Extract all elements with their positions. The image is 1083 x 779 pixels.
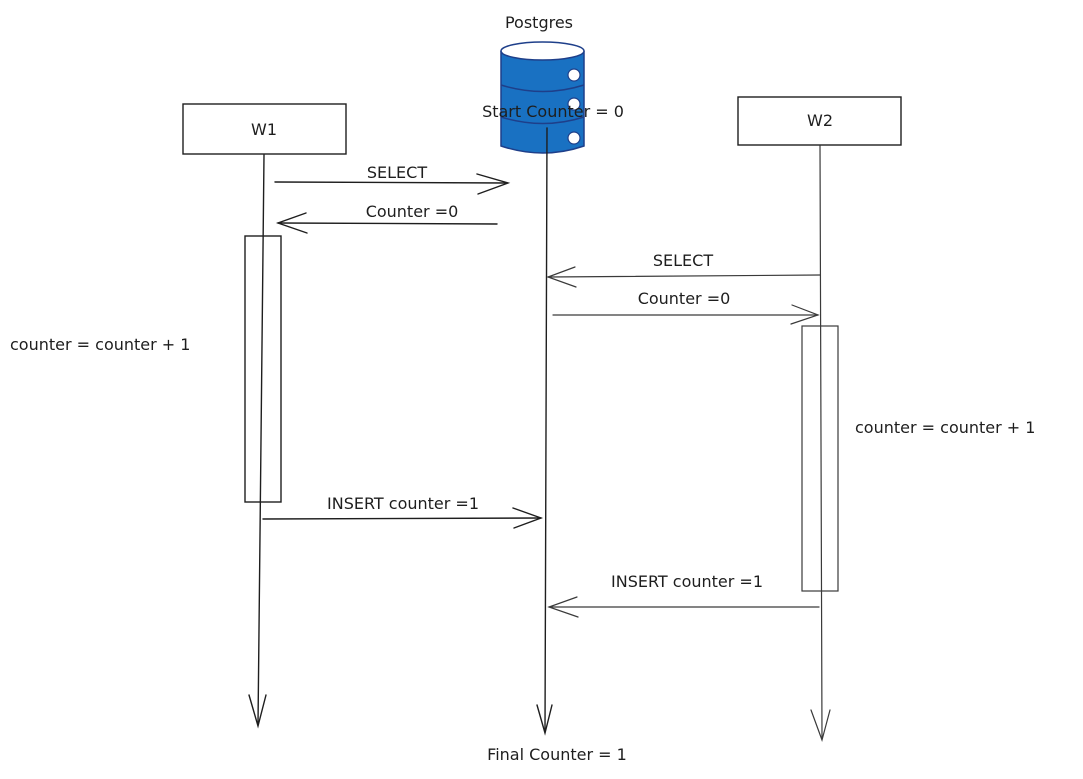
message-label: Counter =0 <box>638 289 731 308</box>
database-cylinder-icon <box>500 41 585 154</box>
message-label: Counter =0 <box>366 202 459 221</box>
participant-w1[interactable]: W1 <box>182 103 347 155</box>
lifeline-w1 <box>248 154 267 729</box>
message-postgres-to-w2: Counter =0 <box>552 289 820 325</box>
message-w2-insert: INSERT counter =1 <box>547 572 820 618</box>
lifeline-postgres <box>536 127 553 736</box>
database-label: Postgres <box>505 13 573 32</box>
w2-compute-note: counter = counter + 1 <box>855 418 1035 437</box>
participant-w2-label: W2 <box>807 111 833 130</box>
message-label: SELECT <box>653 251 713 270</box>
activation-w1 <box>244 235 282 503</box>
message-label: INSERT counter =1 <box>327 494 479 513</box>
final-counter-note: Final Counter = 1 <box>487 745 627 764</box>
message-w1-select: SELECT <box>274 163 511 195</box>
activation-w2 <box>801 325 839 592</box>
w1-compute-note: counter = counter + 1 <box>10 335 190 354</box>
message-w2-select: SELECT <box>546 251 821 288</box>
message-w1-insert: INSERT counter =1 <box>262 494 544 529</box>
message-label: INSERT counter =1 <box>611 572 763 591</box>
message-label: SELECT <box>367 163 427 182</box>
start-counter-note: Start Counter = 0 <box>482 102 624 121</box>
message-postgres-to-w1: Counter =0 <box>275 202 498 234</box>
participant-w2[interactable]: W2 <box>737 96 902 146</box>
participant-w1-label: W1 <box>251 120 277 139</box>
lifeline-w2 <box>810 145 831 742</box>
